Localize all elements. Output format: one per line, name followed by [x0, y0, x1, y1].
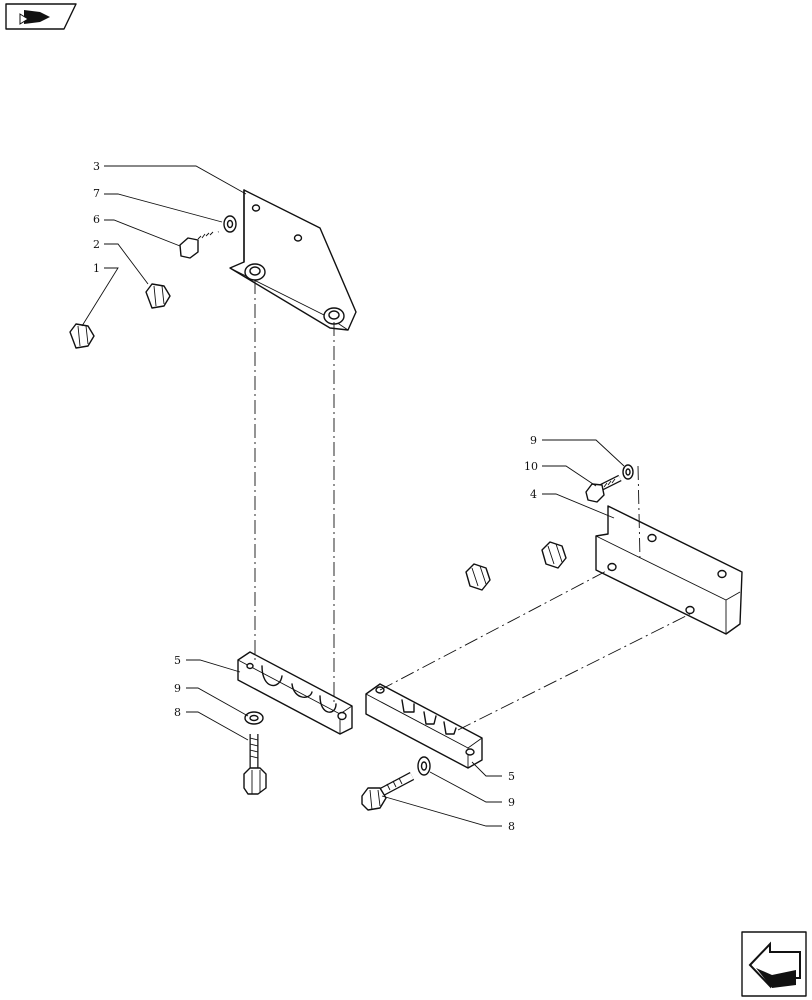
next-page-button[interactable]: [741, 931, 807, 997]
pipe-clamp-left: [237, 651, 353, 735]
callout-4: 4: [530, 488, 537, 501]
callout-leader-lines: [81, 165, 625, 827]
bolt-8-left: [243, 734, 267, 795]
bolt-6: [179, 229, 219, 259]
callout-7: 7: [93, 187, 100, 200]
assembly-center-lines: [254, 280, 691, 731]
upper-mounting-bracket: [229, 189, 357, 331]
callout-9-left: 9: [174, 682, 181, 695]
back-arrow-icon: [19, 10, 50, 25]
back-navigation-button[interactable]: [5, 3, 77, 30]
pipe-1-end-nut: [465, 563, 491, 591]
bolt-10: [585, 474, 622, 503]
bolt-8-right: [361, 772, 415, 811]
callout-labels: 3 7 6 2 1 9 10 4 5 9 8 5 9 8: [93, 160, 538, 833]
callout-1: 1: [93, 262, 100, 275]
pipe-2: [155, 293, 559, 674]
callout-9-upper: 9: [530, 434, 537, 447]
callout-8-right: 8: [508, 820, 515, 833]
pipe-1: [87, 333, 483, 695]
callout-5-right: 5: [508, 770, 515, 783]
pipe-1-top-nut: [69, 323, 95, 349]
next-page-arrow-icon: [748, 941, 801, 989]
callout-8-left: 8: [174, 706, 181, 719]
pipe-2-end-nut: [541, 541, 567, 569]
callout-10: 10: [524, 460, 538, 473]
callout-9-right: 9: [508, 796, 515, 809]
right-mounting-bracket: [595, 505, 743, 635]
callout-6: 6: [93, 213, 100, 226]
pipe-clamp-right: [365, 683, 483, 769]
washer-9-right: [417, 756, 431, 776]
callout-5-left: 5: [174, 654, 181, 667]
washer-9-left: [244, 711, 264, 725]
pipe-2-top-nut: [145, 283, 171, 309]
washer-7: [223, 215, 237, 233]
washer-9-upper: [622, 464, 634, 480]
callout-2: 2: [93, 238, 100, 251]
callout-3: 3: [93, 160, 100, 173]
